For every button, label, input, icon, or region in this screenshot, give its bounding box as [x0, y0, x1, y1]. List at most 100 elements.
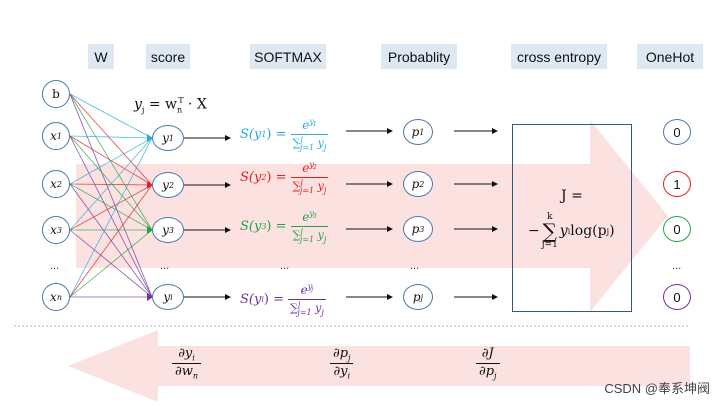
grad2-num-sub: j — [348, 353, 351, 363]
cross-entropy-sum: k ∑ j=1 — [542, 212, 558, 250]
softmax-fn-sub: i — [261, 295, 264, 305]
input-node-bias: b — [42, 80, 70, 108]
edge-arrowhead-0 — [147, 134, 153, 142]
softmax-den-sigma: ∑ — [292, 180, 301, 194]
softmax-den-tail: y — [315, 302, 322, 316]
input-xn-base: x — [50, 290, 57, 304]
softmax-numerator: ey2 — [302, 160, 317, 175]
input-ellipsis: ... — [50, 260, 60, 272]
edge-1-3 — [69, 135, 153, 298]
softmax-den-sub: j=1 — [299, 143, 315, 153]
score-y2-base: y — [162, 178, 169, 192]
edge-3-1 — [69, 184, 153, 231]
input-bias-label: b — [52, 87, 60, 101]
softmax-den-sub: j=1 — [299, 186, 315, 196]
edge-arrowhead-2 — [147, 226, 153, 234]
watermark: CSDN @奉系坤阀 — [604, 381, 710, 396]
cross-entropy-minus: − — [528, 223, 540, 239]
softmax-den-tail-sub: j — [323, 186, 327, 196]
flow-arrow-head-11 — [492, 294, 498, 300]
formula-eq: = w — [144, 96, 178, 113]
softmax-denominator: ∑jj=1 yj — [290, 177, 329, 196]
input-x2-base: x — [50, 177, 57, 191]
input-x1-base: x — [50, 129, 57, 143]
cross-entropy-log: log(p — [570, 223, 607, 239]
prob-p1-base: p — [411, 125, 420, 139]
prob-p2-sub: 2 — [419, 179, 425, 189]
grad1-num: ∂y — [178, 346, 193, 361]
flow-arrow-head-8 — [492, 128, 498, 134]
grad1-num-sub: i — [192, 353, 195, 363]
flow-arrow-head-4 — [387, 128, 393, 134]
softmax-num-sub: j — [311, 286, 314, 294]
softmax-close: ) = — [266, 170, 287, 186]
softmax-fraction: ey1∑jj=1 yj — [290, 117, 329, 153]
score-ellipsis: ... — [160, 260, 170, 272]
edge-0-3 — [69, 93, 153, 298]
input-x2-sub: 2 — [56, 179, 62, 189]
cross-entropy-upper: k — [547, 212, 553, 222]
input-xn-sub: n — [56, 292, 62, 302]
softmax-den-tail: y — [317, 137, 324, 151]
softmax-num-sup: y — [307, 282, 313, 291]
softmax-den-tail: y — [317, 180, 324, 194]
softmax-fn-sub: 3 — [261, 222, 267, 232]
edge-arrowhead-1 — [147, 181, 153, 189]
softmax-den-sup: j — [300, 135, 303, 145]
softmax-fraction: eyj∑jj=1 yj — [288, 282, 326, 317]
header-w: W — [88, 44, 114, 69]
softmax-den-sup: j — [297, 300, 301, 310]
gradient-dp-dy: ∂pj ∂yi — [330, 346, 354, 380]
softmax-fn: S(y — [240, 170, 262, 186]
softmax-num-sup: y — [309, 209, 314, 218]
softmax-den-sub: j=1 — [297, 308, 312, 318]
prob-pj-sub: j — [420, 292, 424, 302]
grad2-num: ∂p — [333, 346, 349, 361]
prob-p3-sub: 3 — [419, 224, 425, 234]
input-x3-base: x — [50, 223, 57, 237]
edge-0-0 — [69, 93, 153, 139]
gradient-dy-dw: ∂yi ∂wn — [172, 346, 202, 380]
score-y1-base: y — [162, 131, 169, 145]
softmax-ellipsis: ... — [280, 260, 290, 272]
formula-w-sup: T — [178, 96, 184, 105]
cross-entropy-log-sub: j — [606, 226, 610, 236]
softmax-close: ) = — [263, 292, 284, 308]
prob-ellipsis: ... — [410, 260, 420, 272]
flow-arrow-head-9 — [492, 181, 498, 187]
softmax-fraction: ey2∑jj=1 yj — [290, 160, 329, 196]
header-probability: Probablity — [381, 44, 457, 69]
score-y3-sub: 3 — [168, 225, 174, 235]
network-edges — [69, 93, 153, 301]
prob-p2-base: p — [411, 177, 420, 191]
formula-lhs-sub: j — [141, 105, 145, 115]
softmax-fn-sub: 1 — [261, 130, 267, 140]
softmax-close: ) = — [266, 127, 287, 143]
softmax-denominator: ∑jj=1 yj — [290, 134, 329, 153]
cross-entropy-body-sub: i — [567, 226, 571, 236]
flow-arrow-head-3 — [225, 294, 231, 300]
softmax-den-tail-sub: j — [321, 308, 324, 318]
flow-arrow-head-7 — [387, 294, 393, 300]
edge-2-2 — [69, 183, 153, 231]
softmax-numerator: ey3 — [302, 209, 317, 224]
softmax-num-sub: 3 — [312, 213, 317, 221]
cross-entropy-lower: j=1 — [541, 240, 558, 250]
softmax-num-sup: y — [309, 160, 314, 169]
onehot-node-2: 1 — [663, 171, 691, 197]
header-softmax: SOFTMAX — [250, 44, 326, 69]
edge-4-2 — [69, 229, 153, 298]
flow-arrow-head-10 — [492, 226, 498, 232]
softmax-close: ) = — [266, 219, 287, 235]
edge-2-0 — [69, 137, 153, 185]
softmax-numerator: eyj — [300, 282, 314, 297]
